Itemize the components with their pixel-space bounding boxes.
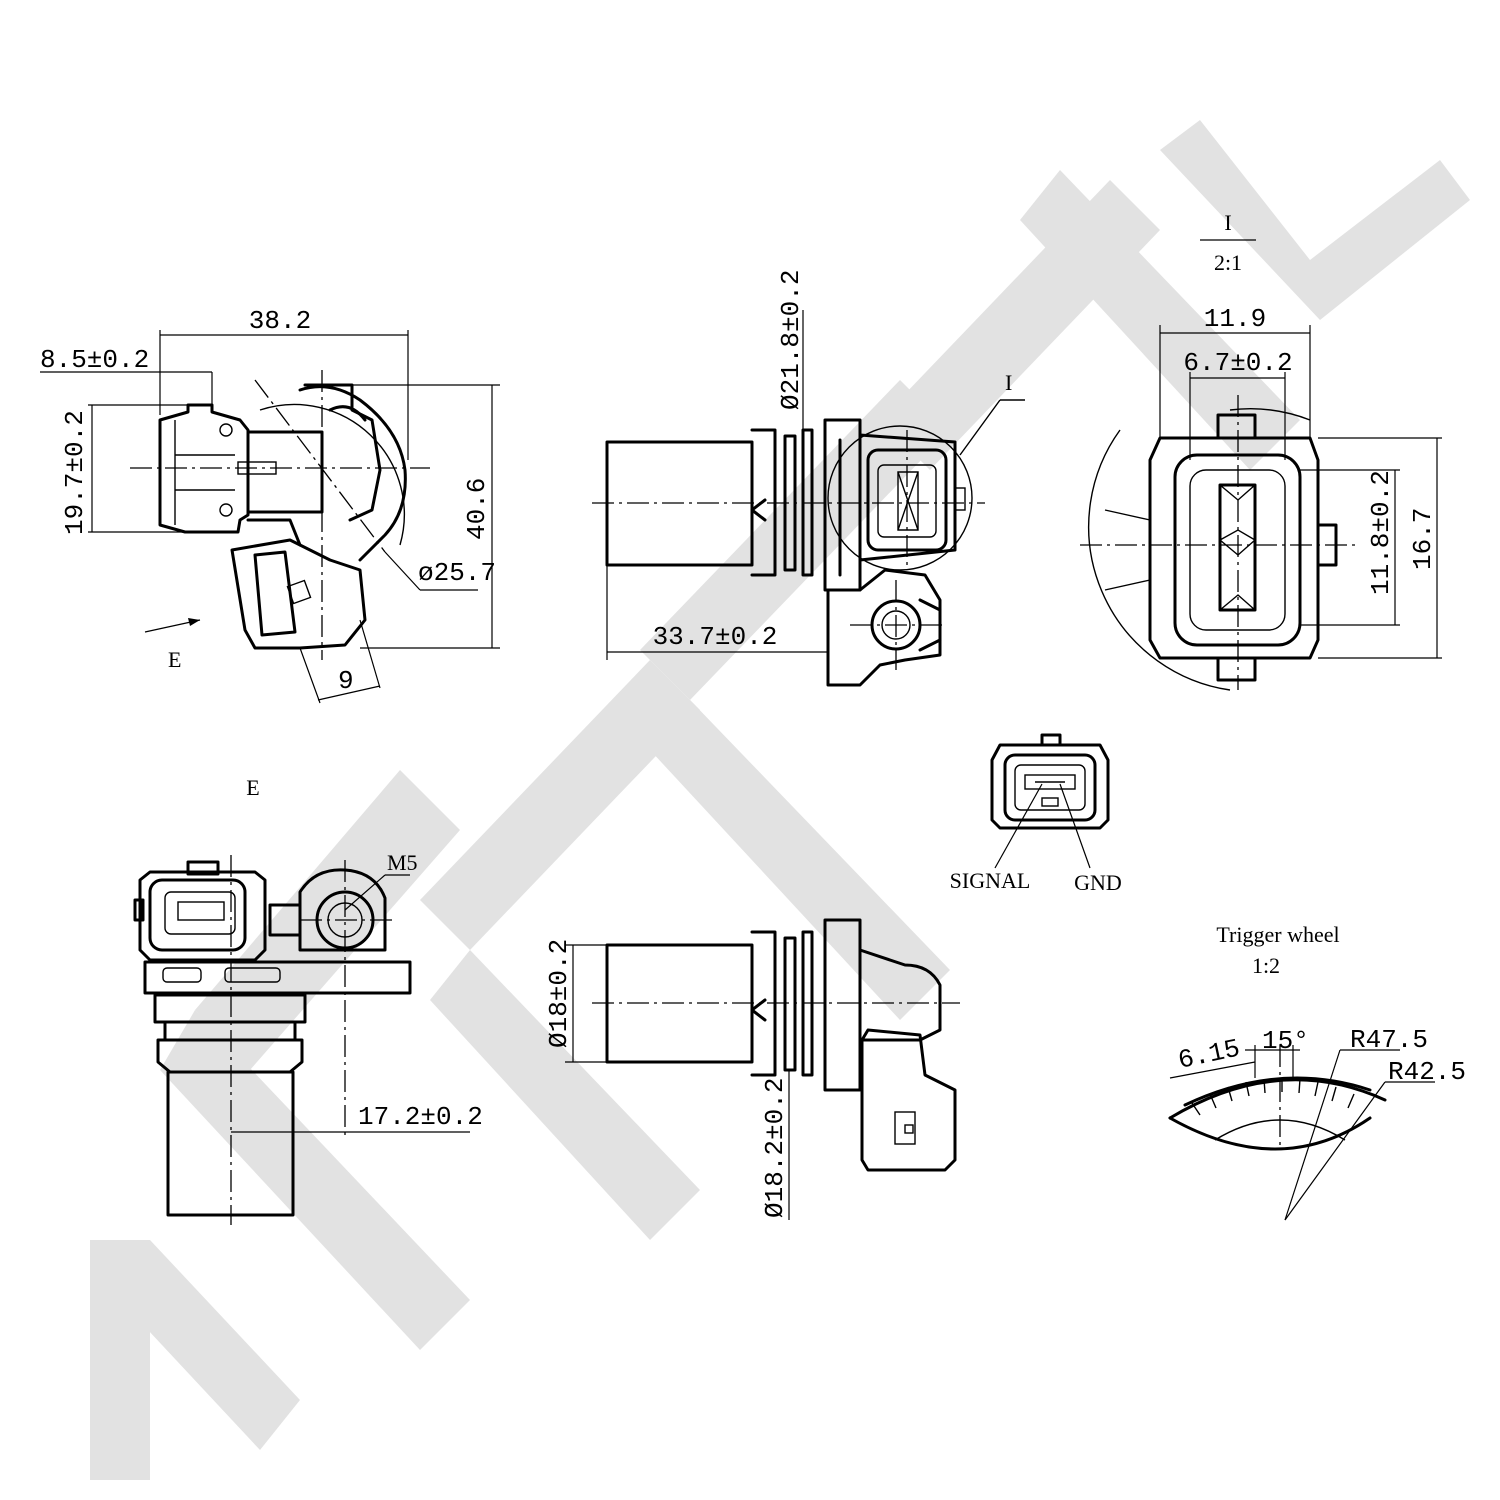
radius-47-5: R47.5 bbox=[1350, 1025, 1428, 1055]
thread-m5: M5 bbox=[387, 850, 418, 875]
dim-21-8: Ø21.8±0.2 bbox=[776, 270, 806, 410]
detail-view-dimensions: 11.9 6.7±0.2 11.8±0.2 16.7 bbox=[1159, 304, 1442, 659]
dim-25-7: ø25.7 bbox=[418, 558, 496, 588]
connector-pinout: SIGNAL GND bbox=[950, 733, 1122, 895]
detail-title: I bbox=[1224, 210, 1231, 235]
view-side-left-dimensions: 38.2 8.5±0.2 19.7±0.2 40.6 ø25.7 9 E bbox=[40, 306, 500, 704]
dim-18: Ø18±0.2 bbox=[544, 939, 574, 1048]
dim-11-9: 11.9 bbox=[1204, 304, 1266, 334]
view-arrow-label: E bbox=[168, 647, 181, 672]
detail-view: I 2:1 bbox=[1080, 210, 1360, 691]
view-side-left bbox=[130, 370, 430, 660]
dim-11-8: 11.8±0.2 bbox=[1366, 470, 1396, 595]
angle-15: 15° bbox=[1262, 1026, 1309, 1056]
view-bottom-middle bbox=[592, 918, 960, 1172]
gnd-label: GND bbox=[1074, 870, 1122, 895]
trigger-title: Trigger wheel bbox=[1216, 922, 1339, 947]
detail-scale: 2:1 bbox=[1214, 250, 1242, 275]
trigger-wheel: Trigger wheel 1:2 6.15 15° R47.5 R4 bbox=[1168, 922, 1466, 1221]
view-side-middle-dimensions: Ø21.8±0.2 33.7±0.2 I bbox=[606, 270, 1012, 685]
trigger-scale: 1:2 bbox=[1252, 953, 1280, 978]
view-e: E bbox=[133, 775, 412, 1225]
view-side-middle bbox=[592, 399, 1025, 687]
dim-33-7: 33.7±0.2 bbox=[653, 622, 778, 652]
dim-18-2: Ø18.2±0.2 bbox=[760, 1078, 790, 1218]
view-e-title: E bbox=[246, 775, 259, 800]
detail-mark: I bbox=[1005, 370, 1012, 395]
dim-38-2: 38.2 bbox=[249, 306, 311, 336]
dim-6-15: 6.15 bbox=[1175, 1034, 1242, 1076]
watermark bbox=[90, 120, 1470, 1480]
dim-6-7: 6.7±0.2 bbox=[1183, 348, 1292, 378]
dim-9: 9 bbox=[338, 666, 354, 696]
dim-8-5: 8.5±0.2 bbox=[40, 345, 149, 375]
dim-16-7: 16.7 bbox=[1408, 508, 1438, 570]
view-bottom-middle-dimensions: Ø18±0.2 Ø18.2±0.2 bbox=[544, 939, 790, 1220]
dim-17-2: 17.2±0.2 bbox=[358, 1102, 483, 1132]
dim-40-6: 40.6 bbox=[462, 478, 492, 540]
radius-42-5: R42.5 bbox=[1388, 1057, 1466, 1087]
signal-label: SIGNAL bbox=[950, 868, 1031, 893]
dim-19-7: 19.7±0.2 bbox=[60, 410, 90, 535]
view-e-dimensions: M5 17.2±0.2 bbox=[231, 850, 483, 1133]
